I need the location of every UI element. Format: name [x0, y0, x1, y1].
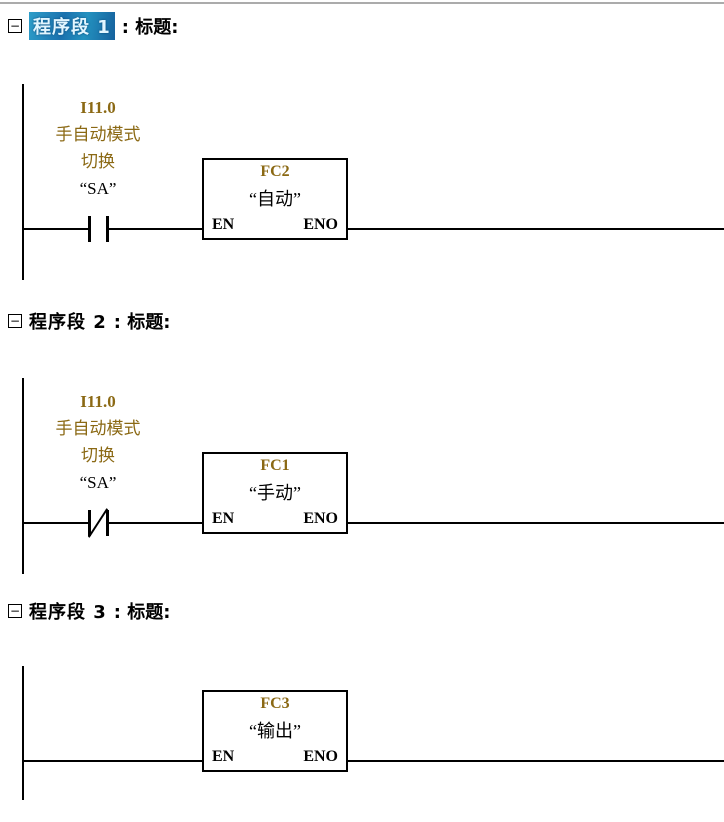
- rung-wire: [22, 522, 89, 524]
- fc-number: FC2: [260, 163, 290, 180]
- fc-block[interactable]: FC2 “自动” EN ENO: [202, 158, 348, 240]
- rung-wire: [22, 760, 204, 762]
- network-3-title-suffix: : 标题:: [113, 602, 171, 623]
- contact-nc[interactable]: [86, 508, 112, 538]
- network-2-title[interactable]: 程序段 2: [29, 312, 107, 333]
- fc-name: “手动”: [249, 483, 301, 503]
- network-3-title[interactable]: 程序段 3: [29, 602, 107, 623]
- contact-symbol: “SA”: [79, 179, 117, 198]
- contact-bar-right: [106, 216, 109, 242]
- fc-number: FC1: [260, 457, 290, 474]
- contact-address[interactable]: I11.0: [80, 98, 116, 117]
- rung-wire: [109, 228, 204, 230]
- network-1-title[interactable]: 程序段 1: [29, 12, 115, 40]
- contact-address[interactable]: I11.0: [80, 392, 116, 411]
- network-3-header[interactable]: − 程序段 3 : 标题:: [8, 598, 170, 624]
- collapse-icon[interactable]: −: [8, 604, 22, 618]
- contact-comment: 切换: [81, 446, 115, 465]
- fc-name: “自动”: [249, 189, 301, 209]
- eno-pin: ENO: [303, 216, 338, 233]
- rung-wire: [346, 522, 724, 524]
- fc-name: “输出”: [249, 721, 301, 741]
- fc-number: FC3: [260, 695, 290, 712]
- collapse-icon[interactable]: −: [8, 19, 22, 33]
- contact-bar-left: [88, 510, 91, 536]
- network-2-title-suffix: : 标题:: [113, 312, 171, 333]
- power-rail: [22, 84, 24, 280]
- eno-pin: ENO: [303, 510, 338, 527]
- contact-bar-left: [88, 216, 91, 242]
- contact-no[interactable]: [86, 214, 112, 244]
- en-pin: EN: [212, 216, 235, 233]
- power-rail: [22, 666, 24, 800]
- network-1-title-suffix: : 标题:: [121, 17, 179, 38]
- rung-wire: [346, 228, 724, 230]
- rung-wire: [346, 760, 724, 762]
- contact-comment: 切换: [81, 152, 115, 171]
- network-1-header[interactable]: − 程序段 1 : 标题:: [8, 12, 178, 40]
- contact-label-group: I11.0 手自动模式 切换 “SA”: [26, 388, 170, 496]
- power-rail: [22, 378, 24, 574]
- rung-wire: [22, 228, 89, 230]
- contact-symbol: “SA”: [79, 473, 117, 492]
- fc-block[interactable]: FC3 “输出” EN ENO: [202, 690, 348, 772]
- contact-comment: 手自动模式: [55, 125, 141, 144]
- en-pin: EN: [212, 748, 235, 765]
- top-divider: [0, 2, 724, 4]
- contact-bar-right: [106, 510, 109, 536]
- network-2-header[interactable]: − 程序段 2 : 标题:: [8, 308, 170, 334]
- en-pin: EN: [212, 510, 235, 527]
- contact-label-group: I11.0 手自动模式 切换 “SA”: [26, 94, 170, 202]
- fc-block[interactable]: FC1 “手动” EN ENO: [202, 452, 348, 534]
- contact-comment: 手自动模式: [55, 419, 141, 438]
- rung-wire: [109, 522, 204, 524]
- collapse-icon[interactable]: −: [8, 314, 22, 328]
- eno-pin: ENO: [303, 748, 338, 765]
